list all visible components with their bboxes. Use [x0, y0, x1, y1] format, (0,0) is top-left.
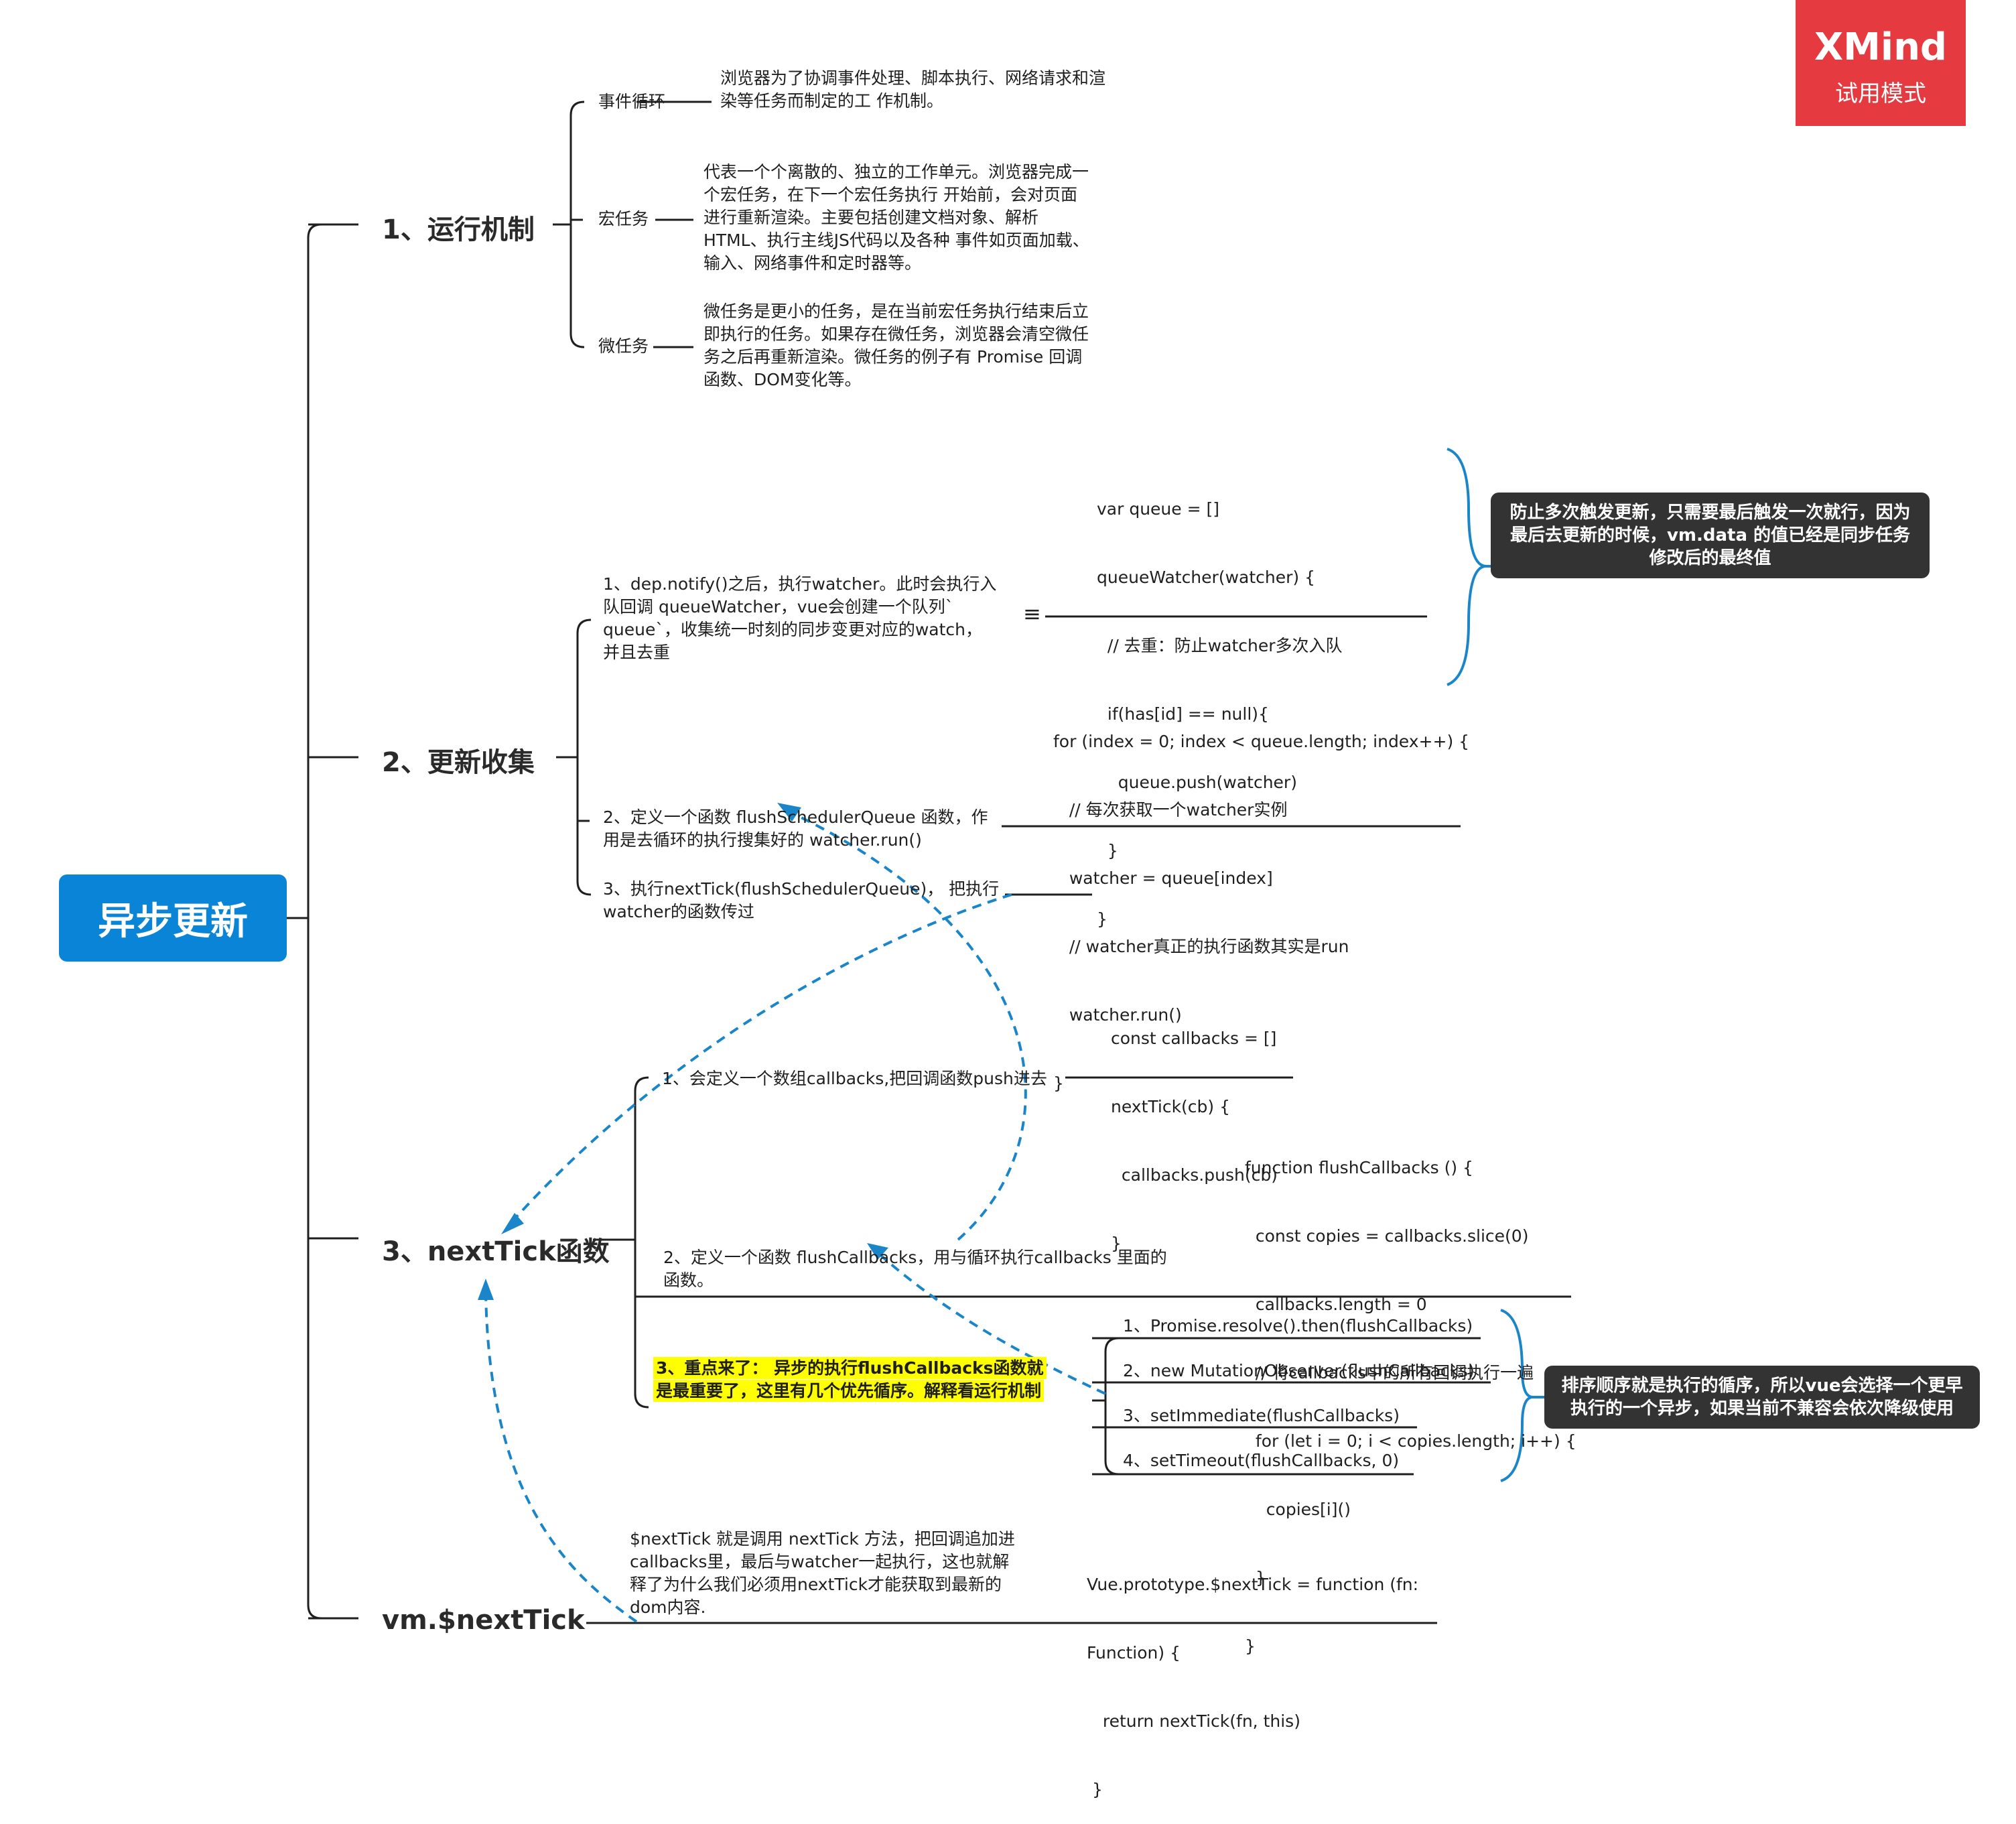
priority-callout[interactable]: 排序顺序就是执行的循序，所以vue会选择一个更早 执行的一个异步，如果当前不兼容… — [1544, 1366, 1980, 1429]
watermark-brand: XMind — [1814, 25, 1948, 69]
nexttick-step-3-text[interactable]: 3、重点来了： 异步的执行flushCallbacks函数就 是最重要了，这里有… — [653, 1357, 1047, 1403]
flush-scheduler-code: for (index = 0; index < queue.length; in… — [1053, 732, 1470, 1093]
note-icon[interactable]: ≡ — [1023, 601, 1041, 627]
microtask-desc: 微任务是更小的任务，是在当前宏任务执行结束后立 即执行的任务。如果存在微任务，浏… — [703, 302, 1089, 389]
event-loop-desc: 浏览器为了协调事件处理、脚本执行、网络请求和渲 染等任务而制定的工 作机制。 — [720, 68, 1106, 111]
update-step-2-text[interactable]: 2、定义一个函数 flushSchedulerQueue 函数，作 用是去循环的… — [603, 807, 988, 850]
dedupe-callout[interactable]: 防止多次触发更新，只需要最后触发一次就行，因为 最后去更新的时候，vm.data… — [1491, 493, 1930, 578]
watermark-mode: 试用模式 — [1835, 80, 1926, 107]
branch-3-title[interactable]: 3、nextTick函数 — [382, 1236, 610, 1267]
branch-4-title[interactable]: vm.$nextTick — [382, 1605, 585, 1636]
event-loop-label[interactable]: 事件循环 — [598, 92, 666, 111]
vm-nexttick-desc[interactable]: $nextTick 就是调用 nextTick 方法，把回调追加进 callba… — [630, 1529, 1015, 1617]
priority-option-set-immediate[interactable]: 3、setImmediate(flushCallbacks) — [1123, 1406, 1400, 1425]
root-node[interactable]: 异步更新 — [59, 874, 287, 962]
nexttick-step-1-text[interactable]: 1、会定义一个数组callbacks,把回调函数push进去 — [662, 1069, 1047, 1088]
priority-option-promise[interactable]: 1、Promise.resolve().then(flushCallbacks) — [1123, 1316, 1473, 1336]
update-step-3-text[interactable]: 3、执行nextTick(flushSchedulerQueue)， 把执行 w… — [603, 879, 1000, 921]
queue-watcher-code: var queue = [] queueWatcher(watcher) { /… — [1097, 499, 1343, 929]
priority-option-set-timeout[interactable]: 4、setTimeout(flushCallbacks, 0) — [1123, 1451, 1400, 1470]
macrotask-desc: 代表一个个离散的、独立的工作单元。浏览器完成一 个宏任务，在下一个宏任务执行 开… — [703, 162, 1089, 273]
mindmap-canvas: XMind 试用模式 异步更新 1、运行机制 事件循环 浏览器为了协调事件处理、… — [59, 0, 1980, 1799]
xmind-watermark: XMind 试用模式 — [1796, 0, 1966, 126]
microtask-label[interactable]: 微任务 — [598, 336, 649, 356]
vm-nexttick-code: Vue.prototype.$nextTick = function (fn: … — [1087, 1575, 1419, 1799]
update-step-1-text[interactable]: 1、dep.notify()之后，执行watcher。此时会执行入 队回调 qu… — [603, 574, 997, 662]
nexttick-step-2-text[interactable]: 2、定义一个函数 flushCallbacks，用与循环执行callbacks … — [663, 1248, 1167, 1290]
connector-lines — [287, 101, 1571, 1624]
callbacks-code: const callbacks = [] nextTick(cb) { call… — [1111, 1029, 1278, 1253]
flush-callbacks-code: function flushCallbacks () { const copie… — [1245, 1158, 1576, 1656]
branch-2-title[interactable]: 2、更新收集 — [382, 747, 535, 778]
branch-1-title[interactable]: 1、运行机制 — [382, 214, 535, 245]
priority-option-mutation-observer[interactable]: 2、new MutationObserver(flushCallbacks) — [1123, 1361, 1475, 1380]
macrotask-label[interactable]: 宏任务 — [598, 209, 649, 229]
